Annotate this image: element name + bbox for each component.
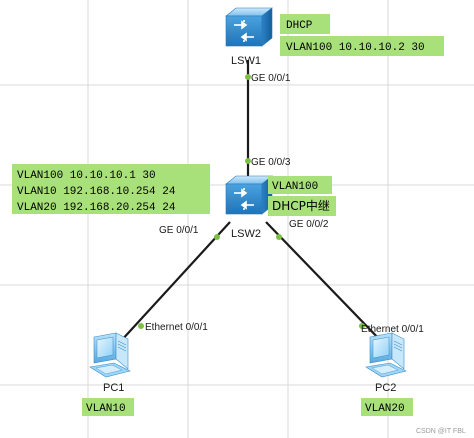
- note-lsw2-interfaces: VLAN100 10.10.10.1 30 VLAN10 192.168.10.…: [12, 164, 210, 214]
- port-label-lsw2-ge003: GE 0/0/3: [251, 157, 291, 168]
- port-label-lsw2-ge001: GE 0/0/1: [159, 225, 199, 236]
- note-text-lsw2-vlan100: VLAN100: [272, 181, 318, 193]
- port-label-pc1-eth: Ethernet 0/0/1: [145, 322, 208, 333]
- link-lsw2-pc1: [119, 221, 231, 343]
- note-text-lsw1-vlan: VLAN100 10.10.10.2 30: [286, 42, 425, 54]
- port-dot-pc2-eth: [359, 323, 365, 329]
- node-label-pc2: PC2: [375, 382, 396, 394]
- switch-icon: [225, 175, 273, 215]
- link-lsw2-pc2: [265, 221, 383, 343]
- note-text-lsw1-role: DHCP: [286, 20, 313, 32]
- note-text-lsw2-if-3: VLAN20 192.168.20.254 24: [17, 202, 176, 214]
- port-dot-pc1-eth: [138, 323, 144, 329]
- node-label-pc1: PC1: [103, 382, 124, 394]
- port-label-lsw1-ge001: GE 0/0/1: [251, 73, 291, 84]
- switch-lsw1[interactable]: LSW1: [225, 7, 273, 67]
- pc-pc2[interactable]: PC2: [365, 332, 407, 394]
- note-lsw2-role: DHCP中继: [268, 196, 336, 216]
- port-label-lsw2-ge002: GE 0/0/2: [289, 219, 329, 230]
- note-text-lsw2-if-1: VLAN100 10.10.10.1 30: [17, 170, 156, 182]
- note-lsw2-vlan100: VLAN100: [268, 176, 332, 194]
- note-lsw1-vlan: VLAN100 10.10.10.2 30: [280, 36, 444, 56]
- note-pc1-vlan: VLAN10: [82, 398, 134, 416]
- note-pc2-vlan: VLAN20: [361, 398, 413, 416]
- note-text-pc1-vlan: VLAN10: [86, 403, 126, 415]
- node-label-lsw2: LSW2: [231, 228, 261, 240]
- note-lsw1-role: DHCP: [280, 14, 330, 34]
- port-dot-lsw2-ge003: [245, 158, 251, 164]
- switch-lsw2[interactable]: LSW2: [225, 175, 273, 240]
- pc-icon: [365, 332, 407, 378]
- port-dots: [138, 74, 365, 329]
- node-label-lsw1: LSW1: [231, 55, 261, 67]
- port-labels: GE 0/0/1 GE 0/0/3 GE 0/0/1 GE 0/0/2 Ethe…: [145, 73, 424, 335]
- port-dot-lsw2-ge001: [214, 234, 220, 240]
- port-dot-lsw1-ge001: [245, 74, 251, 80]
- pc-icon: [89, 332, 131, 378]
- note-text-lsw2-role: DHCP中继: [272, 198, 330, 213]
- note-text-pc2-vlan: VLAN20: [365, 403, 405, 415]
- watermark: CSDN @IT FBL: [416, 428, 466, 435]
- port-label-pc2-eth: Ethernet 0/0/1: [361, 324, 424, 335]
- switch-icon: [225, 7, 273, 47]
- port-dot-lsw2-ge002: [276, 234, 282, 240]
- pc-pc1[interactable]: PC1: [89, 332, 131, 394]
- note-text-lsw2-if-2: VLAN10 192.168.10.254 24: [17, 186, 176, 198]
